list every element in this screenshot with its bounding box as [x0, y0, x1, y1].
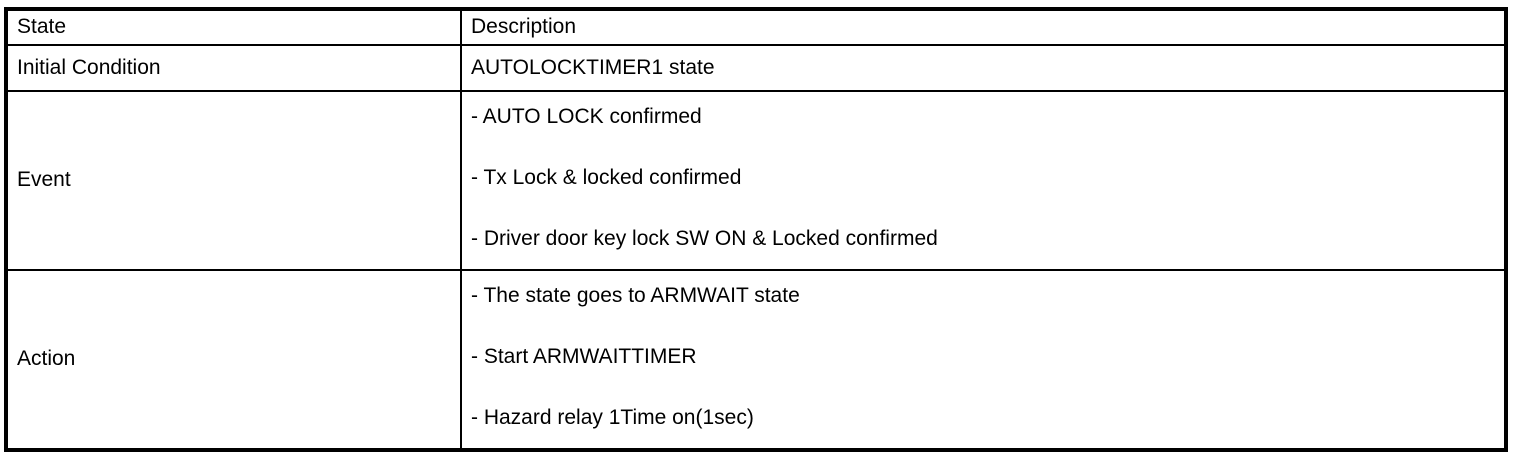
table-row-initial-condition: Initial Condition AUTOLOCKTIMER1 state [5, 44, 1507, 92]
action-line-2: - Start ARMWAITTIMER [471, 344, 697, 368]
header-cell-description: Description [460, 8, 1507, 46]
action-line-1: - The state goes to ARMWAIT state [471, 284, 800, 307]
state-description-table: State Description Initial Condition AUTO… [4, 7, 1508, 452]
table-row-action: Action - The state goes to ARMWAIT state… [5, 269, 1507, 451]
action-line-3: - Hazard relay 1Time on(1sec) [471, 405, 754, 429]
cell-event-label: Event [5, 90, 462, 271]
cell-action-description: - The state goes to ARMWAIT state - Star… [460, 269, 1507, 451]
event-description-lines: - AUTO LOCK confirmed - Tx Lock & locked… [463, 93, 1504, 268]
cell-event-description: - AUTO LOCK confirmed - Tx Lock & locked… [460, 90, 1507, 271]
event-line-3: - Driver door key lock SW ON & Locked co… [471, 226, 938, 250]
table-row-event: Event - AUTO LOCK confirmed - Tx Lock & … [5, 90, 1507, 271]
event-line-1: - AUTO LOCK confirmed [471, 105, 702, 128]
event-line-2: - Tx Lock & locked confirmed [471, 165, 742, 189]
cell-action-label: Action [5, 269, 462, 451]
table-header-row: State Description [5, 8, 1507, 46]
header-cell-state: State [5, 8, 462, 46]
action-description-lines: - The state goes to ARMWAIT state - Star… [463, 272, 1504, 448]
cell-initial-condition-description: AUTOLOCKTIMER1 state [460, 44, 1507, 92]
cell-initial-condition-label: Initial Condition [5, 44, 462, 92]
